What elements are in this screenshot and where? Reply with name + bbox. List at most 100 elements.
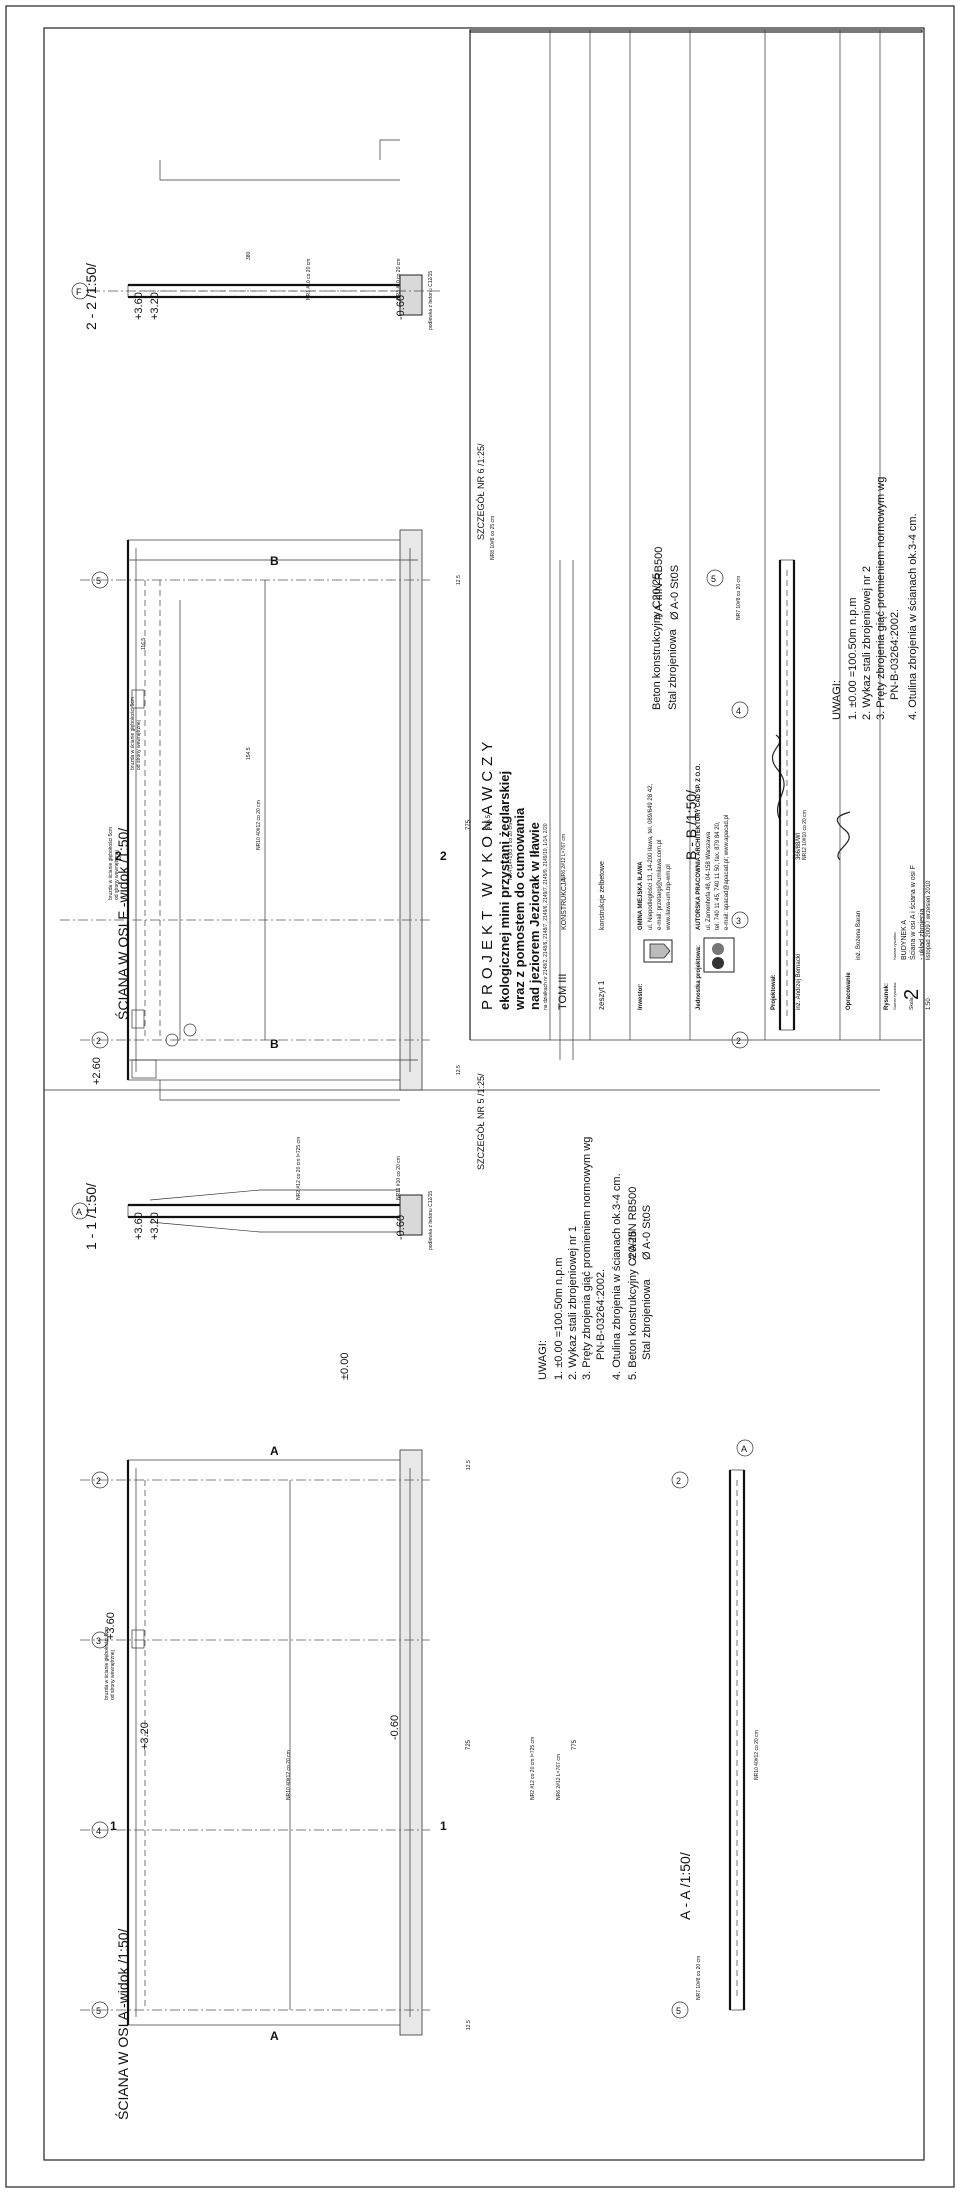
axis-bubble-5-f: 5: [91, 571, 109, 589]
section-bb-nr7: NR7 10#8 co 20 cm: [736, 576, 742, 620]
svg-text:5: 5: [96, 576, 101, 586]
wall-a-groove-note2: od strony wewnętrznej: [110, 1650, 116, 1700]
cut-mark-1-bottom: 1: [440, 1819, 447, 1833]
drawing-name-label: Nazwa rysunku:: [892, 932, 897, 960]
wall-a-nr10: NR10 40#12 co 20 cm: [286, 1750, 292, 1800]
section-2-2: F 2 - 2 /1:50/ +3.60 +3.20 -0.60 NR1 #10…: [71, 139, 440, 330]
wall-f-groove-note: bruzda w ścianie głębokości 5cm: [108, 827, 114, 900]
wall-a-level-360: +3.60: [105, 1612, 117, 1640]
notes-a-n2: 2. Wykaz stali zbrojeniowej nr 1: [567, 1226, 579, 1380]
wall-f-nr6: NR6 2#12 L=767 cm: [561, 834, 567, 880]
wall-a-level-320: +3.20: [139, 1722, 151, 1750]
sec11-level-000: ±0.00: [339, 1353, 351, 1380]
svg-text:3: 3: [96, 1636, 101, 1646]
cut-mark-2-bottom: 2: [440, 849, 447, 863]
notes-a-n6: Stal zbrojeniowa: [641, 1278, 653, 1360]
drawing-number: 2: [901, 989, 923, 1000]
drawing-name1: BUDYNEK A: [901, 920, 908, 960]
wall-f-dim-1165: 116.5: [141, 638, 147, 650]
axis-bubble-5-aa: 5: [671, 2001, 689, 2019]
tom-name: KONSTRUKCJA: [561, 878, 568, 930]
sec22-nr1: NR1 #10 co 20 cm: [306, 259, 312, 300]
scale-value: 1:50: [926, 998, 932, 1010]
unit-addr1: ul. Zamenhofa 48, 04-158 Warszawa: [706, 831, 712, 930]
notes-f-stal: Stal zbrojeniowa: [667, 628, 679, 710]
axis-bubble-5-a: 5: [91, 2001, 109, 2019]
wall-a-dim-775: 775: [572, 1739, 578, 1750]
unit-label: Jednostka projektowa:: [696, 945, 702, 1010]
wall-f-title: ŚCIANA W OSI F -widok /1:50/: [114, 828, 131, 1020]
svg-text:4: 4: [96, 1826, 101, 1836]
wall-f-dim-125a: 12.5: [456, 1065, 462, 1075]
title-block: PROJEKT WYKONAWCZY ekologicznej mini prz…: [469, 29, 932, 1041]
drawing-label: Rysunek:: [884, 983, 890, 1010]
axis-bubble-4-bb: 4: [731, 701, 749, 719]
axis-bubble-3-bb: 3: [731, 911, 749, 929]
wall-f-dim-636: 636.5: [486, 814, 492, 830]
wall-a-dim-125a: 12.5: [466, 2020, 472, 2030]
section-1-1: A 1 - 1 /1:50/ +3.60 +3.20 -0.60 ±0.00 N…: [71, 1073, 486, 1380]
wall-a-groove-note: bruzda w ścianie głębokości 5cm: [104, 1627, 110, 1700]
axis-bubble-2-a: 2: [91, 1471, 109, 1489]
scale-label: Skala:: [909, 996, 915, 1010]
tom-label: TOM III: [557, 974, 569, 1010]
sec11-nr11: NR11 #10 co 20 cm: [396, 1156, 402, 1200]
sheet-outer-frame: [5, 5, 955, 2188]
investor-name: GMINA MIEJSKA IŁAWA: [638, 861, 644, 930]
notes-a-n6b: Ø A-0 St0S: [641, 1205, 653, 1260]
notes-f-stal-b: Ø A-0 St0S: [669, 565, 681, 620]
investor-addr1: ul. Niepodległości 13, 14-200 Iława, tel…: [648, 784, 654, 930]
notes-f-n4: 4. Otulina zbrojenia w ścianach ok.3-4 c…: [907, 513, 919, 720]
sec11-level-m060: -0.60: [395, 1215, 407, 1240]
axis-bubble-2-aa: 2: [671, 1471, 689, 1489]
svg-text:2: 2: [96, 1036, 101, 1046]
axis-bubble-a-aa: A: [736, 1439, 754, 1457]
axis-bubble-4-a: 4: [91, 1821, 109, 1839]
zeszyt-name: konstrukcje żelbetowe: [599, 861, 606, 930]
section-aa-nr7: NR7 10#8 co 20 cm: [696, 1956, 702, 2000]
wall-f-dim-125b: 12.5: [456, 575, 462, 585]
cut-mark-a-bottom: A: [270, 2029, 279, 2043]
wall-f-dim-775: 775: [466, 819, 472, 830]
sec22-nr3: NR3 #10 co 20 cm: [396, 259, 402, 300]
axis-bubble-5-bb: 5: [706, 569, 724, 587]
svg-text:F: F: [76, 287, 82, 297]
project-line1: PROJEKT WYKONAWCZY: [479, 737, 496, 1010]
svg-text:5: 5: [711, 574, 716, 584]
design-office-logo-icon: [703, 937, 735, 973]
designer-label: Projektował:: [771, 974, 777, 1010]
unit-addr2: tel. 740 11 45, 740 11 50, fax. 879 84 2…: [715, 821, 721, 930]
wall-a-dim-125b: 12.5: [466, 1460, 472, 1470]
prep-signature: [836, 811, 851, 861]
city-crest-icon: [643, 939, 673, 963]
wall-f-nr10: NR10 40#12 co 20 cm: [256, 800, 262, 850]
drawing-name2: Ściana w osi A i ściana w osi F: [908, 865, 917, 960]
investor-addr2: e-mail: przetargi@umilawa.com.pl: [657, 840, 663, 930]
wall-a-nr6: NR6 2#12 L=767 cm: [556, 1754, 562, 1800]
wall-a-dim-725: 725: [466, 1739, 472, 1750]
wall-a-elevation: ŚCIANA W OSI A -widok /1:50/ +3.60 +3.20…: [80, 1444, 578, 2120]
sec22-level-320: +3.20: [149, 292, 161, 320]
notes-f-n3: 3. Pręty zbrojenia giąć promieniem normo…: [875, 477, 887, 720]
notes-f-stal-a: # A-IIIN RB500: [653, 547, 665, 620]
project-line3: wraz z pomostem do cumowania: [512, 807, 527, 1011]
notes-a: UWAGI: 1. ±0.00 =100.50m n.p.m 2. Wykaz …: [537, 1137, 653, 1380]
detail-6: SZCZEGÓŁ NR 6 /1:25/ NR8 10#8 co 25 cm: [476, 443, 574, 1060]
wall-f-groove-note2: od strony wewnętrznej: [114, 850, 120, 900]
notes-f-n1: 1. ±0.00 =100.50m n.p.m: [847, 597, 859, 720]
detail-6-nr8: NR8 10#8 co 25 cm: [490, 516, 496, 560]
designer-licence: 366/88/Wl: [796, 833, 802, 860]
section-b-b: 5 4 3 2 B - B /1:50/ NR12 10#10 co 20 cm…: [683, 559, 808, 1049]
svg-text:A: A: [76, 1207, 82, 1217]
section-22-title: 2 - 2 /1:50/: [83, 263, 99, 330]
sec11-podbeton: podlewka z betonu C12/15: [428, 1191, 434, 1250]
svg-text:4: 4: [736, 706, 741, 716]
drawing-name3: - układ zbrojenia: [919, 909, 926, 960]
unit-name: AUTORSKA PRACOWNIA ARCHITEKTURY CAD SP. …: [696, 764, 702, 930]
notes-a-n3: 3. Pręty zbrojenia giąć promieniem normo…: [581, 1137, 593, 1380]
cut-mark-1-top: 1: [110, 1819, 117, 1833]
axis-bubble-3-a: 3: [91, 1631, 109, 1649]
wall-a-nr2: NR2 #12 co 20 cm l=725 cm: [530, 1737, 536, 1800]
axis-bubble-2-f: 2: [91, 1031, 109, 1049]
wall-a-level-m060: -0.60: [389, 1715, 401, 1740]
